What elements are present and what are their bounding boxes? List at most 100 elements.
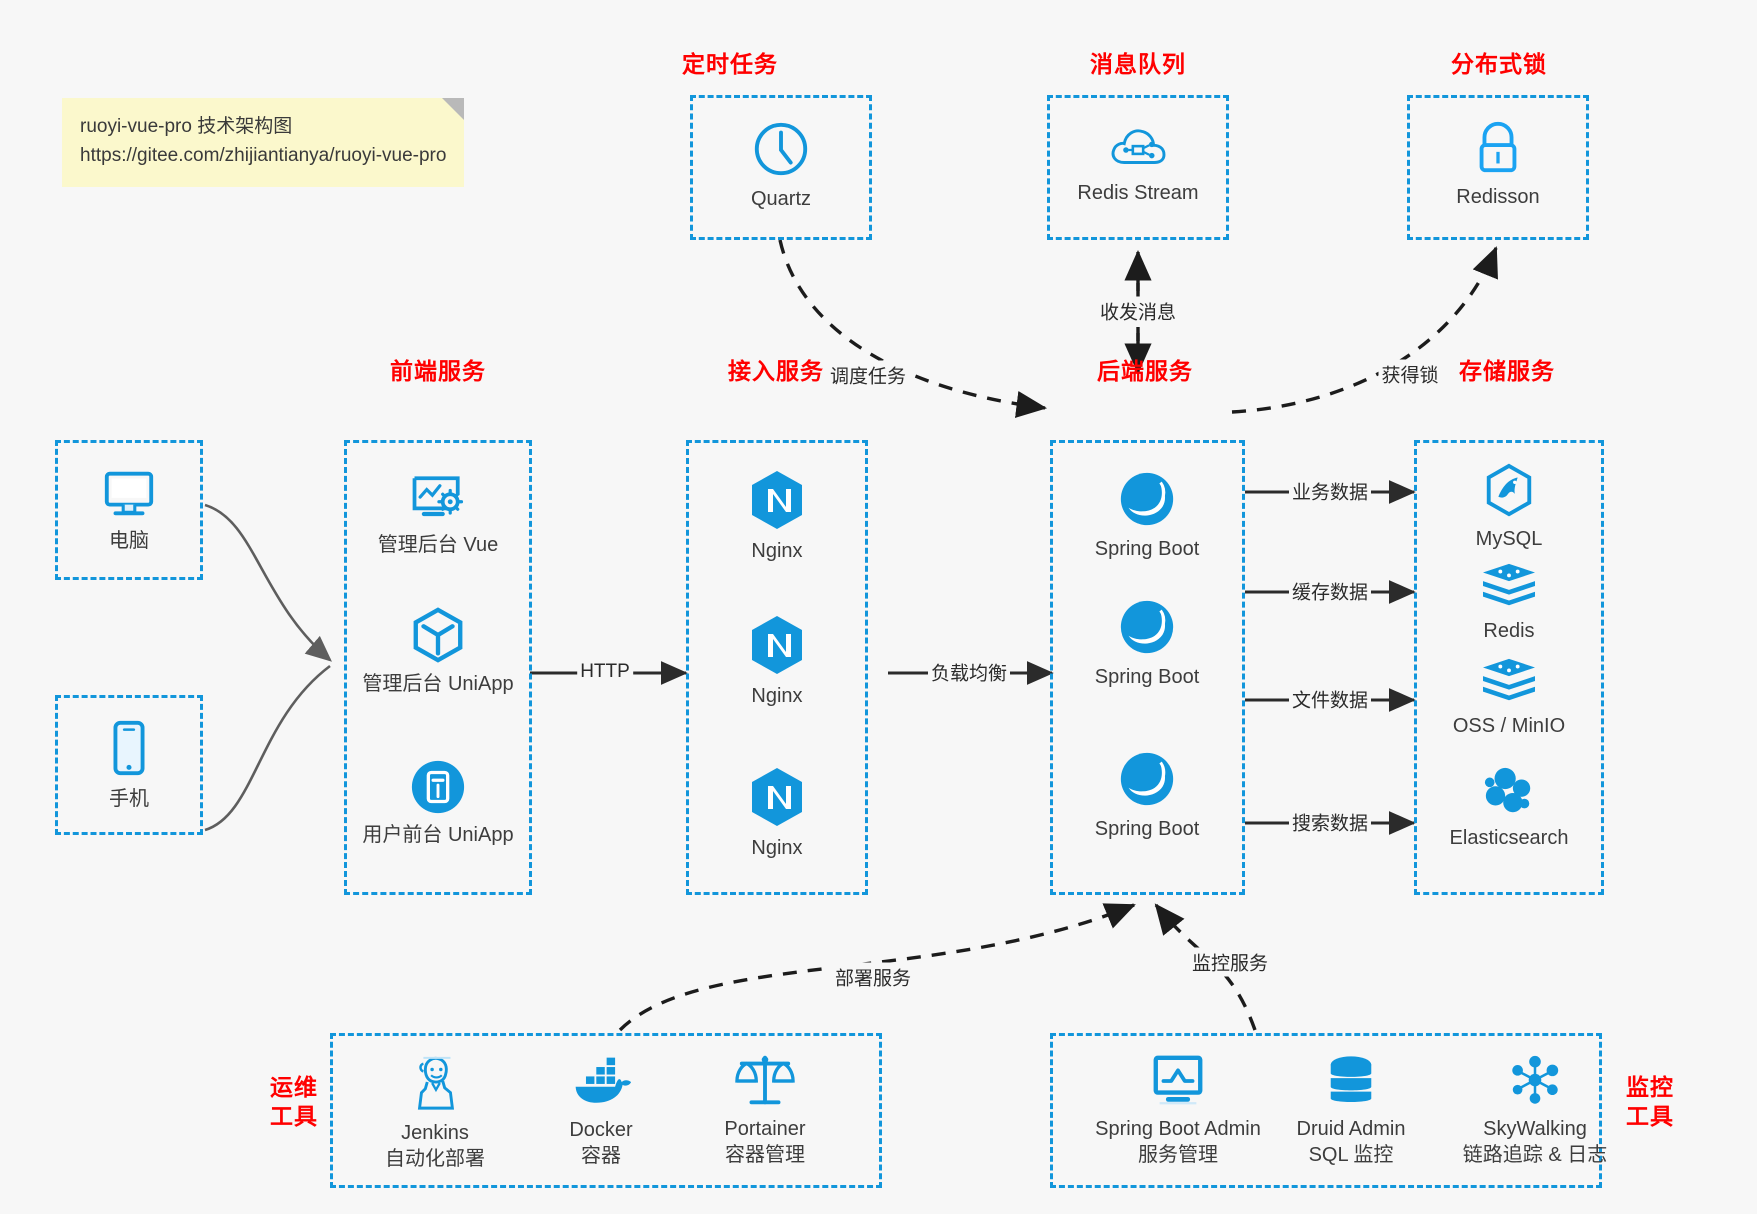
group-box-devops: [330, 1033, 882, 1188]
node-jenkins[interactable]: Jenkins 自动化部署: [355, 1052, 515, 1172]
jenkins-icon: [417, 1056, 455, 1110]
node-label: Spring Boot Admin: [1095, 1118, 1261, 1140]
node-elasticsearch[interactable]: Elasticsearch: [1439, 765, 1579, 851]
node-label: Redis: [1483, 620, 1535, 642]
node-skywalking[interactable]: SkyWalking 链路追踪 & 日志: [1430, 1052, 1640, 1168]
redis-icon: [1483, 563, 1535, 606]
node-label: Redisson: [1456, 186, 1540, 208]
node-redis-stream[interactable]: Redis Stream: [1077, 120, 1199, 206]
node-spring-boot-admin[interactable]: Spring Boot Admin 服务管理: [1068, 1052, 1288, 1168]
node-mysql[interactable]: MySQL: [1439, 462, 1579, 552]
app-book-icon: [411, 760, 465, 814]
edge-label-file-data: 文件数据: [1288, 684, 1372, 714]
mysql-icon: [1486, 463, 1532, 517]
group-box-client-desktop: [55, 440, 203, 580]
elasticsearch-icon: [1484, 767, 1531, 813]
node-redis[interactable]: Redis: [1439, 560, 1579, 644]
group-title-monitor-line2: 工具: [1626, 1102, 1674, 1129]
group-box-scheduler: [690, 95, 872, 240]
group-title-frontend: 前端服务: [390, 358, 486, 384]
node-user-uniapp[interactable]: 用户前台 UniApp: [358, 758, 518, 848]
cube-icon: [413, 607, 463, 663]
node-label: Spring Boot: [1094, 666, 1200, 688]
group-box-backend: [1050, 440, 1245, 895]
node-label: 管理后台 UniApp: [362, 673, 514, 695]
dashboard-gear-icon: [412, 476, 464, 517]
group-title-storage: 存储服务: [1459, 358, 1555, 384]
note-title: ruoyi-vue-pro 技术架构图: [80, 116, 293, 137]
node-label: Redis Stream: [1077, 182, 1199, 204]
edge-label-load-balance: 负载均衡: [927, 657, 1011, 687]
node-admin-uniapp[interactable]: 管理后台 UniApp: [358, 605, 518, 697]
nginx-icon: [752, 768, 802, 826]
node-label: 手机: [109, 788, 149, 810]
node-label: Docker: [569, 1119, 633, 1141]
edge-label-search-data: 搜索数据: [1288, 807, 1372, 837]
note-url: https://gitee.com/zhijiantianya/ruoyi-vu…: [80, 145, 447, 167]
group-title-monitor: 监控 工具: [1614, 1073, 1686, 1131]
node-label: Quartz: [750, 188, 812, 210]
nginx-icon: [752, 471, 802, 529]
node-desktop[interactable]: 电脑: [79, 466, 179, 554]
node-docker[interactable]: Docker 容器: [521, 1055, 681, 1169]
node-sublabel: 自动化部署: [385, 1148, 485, 1170]
docker-icon: [575, 1057, 632, 1103]
node-label: Elasticsearch: [1449, 827, 1569, 849]
group-title-devops-line2: 工具: [270, 1102, 318, 1129]
node-label: Nginx: [751, 540, 803, 562]
monitor-chart-icon: [1153, 1055, 1203, 1105]
edge-label-deploy-service: 部署服务: [831, 962, 915, 992]
node-label: OSS / MinIO: [1452, 715, 1566, 737]
node-label: Jenkins: [401, 1122, 469, 1144]
node-nginx-2[interactable]: Nginx: [717, 613, 837, 709]
desktop-icon: [104, 471, 154, 516]
node-label: Nginx: [751, 685, 803, 707]
skywalking-icon: [1512, 1055, 1559, 1104]
mobile-icon: [113, 720, 145, 776]
edge-label-send-receive-message: 收发消息: [1096, 296, 1180, 326]
database-icon: [1330, 1056, 1372, 1102]
node-admin-vue[interactable]: 管理后台 Vue: [358, 470, 518, 558]
edge-label-acquire-lock: 获得锁: [1378, 359, 1442, 389]
node-nginx-1[interactable]: Nginx: [717, 468, 837, 564]
node-quartz[interactable]: Quartz: [721, 118, 841, 212]
node-sublabel: SQL 监控: [1308, 1144, 1394, 1166]
node-label: Spring Boot: [1094, 538, 1200, 560]
node-portainer[interactable]: Portainer 容器管理: [685, 1050, 845, 1168]
node-label: Spring Boot: [1094, 818, 1200, 840]
diagram-note: ruoyi-vue-pro 技术架构图 https://gitee.com/zh…: [62, 98, 465, 187]
node-springboot-3[interactable]: Spring Boot: [1077, 748, 1217, 842]
node-springboot-2[interactable]: Spring Boot: [1077, 596, 1217, 690]
node-mobile[interactable]: 手机: [79, 718, 179, 812]
spring-icon: [1120, 752, 1174, 806]
node-nginx-3[interactable]: Nginx: [717, 765, 837, 861]
node-sublabel: 链路追踪 & 日志: [1462, 1144, 1608, 1166]
note-fold-corner: [442, 98, 465, 120]
group-box-monitor: [1050, 1033, 1602, 1188]
group-title-devops-line1: 运维: [270, 1074, 318, 1100]
clock-icon: [754, 122, 808, 176]
group-title-mq: 消息队列: [1090, 51, 1186, 77]
group-title-monitor-line1: 监控: [1626, 1074, 1674, 1100]
scales-icon: [735, 1055, 795, 1105]
node-druid-admin[interactable]: Druid Admin SQL 监控: [1266, 1052, 1436, 1168]
node-label: 电脑: [109, 530, 149, 552]
node-redisson[interactable]: Redisson: [1438, 118, 1558, 210]
node-label: Portainer: [724, 1118, 806, 1140]
node-sublabel: 容器: [581, 1145, 621, 1167]
node-sublabel: 服务管理: [1138, 1144, 1218, 1166]
node-oss-minio[interactable]: OSS / MinIO: [1439, 655, 1579, 739]
group-box-storage: [1414, 440, 1604, 895]
group-title-gateway: 接入服务: [728, 358, 824, 384]
spring-icon: [1120, 600, 1174, 654]
group-title-lock: 分布式锁: [1451, 51, 1547, 77]
edge-label-schedule-task: 调度任务: [826, 360, 910, 390]
edge-label-monitor-service: 监控服务: [1188, 947, 1272, 977]
nginx-icon: [752, 616, 802, 674]
node-springboot-1[interactable]: Spring Boot: [1077, 468, 1217, 562]
edge-label-cache-data: 缓存数据: [1288, 576, 1372, 606]
group-title-backend: 后端服务: [1097, 358, 1193, 384]
group-box-gateway: [686, 440, 868, 895]
spring-icon: [1120, 472, 1174, 526]
